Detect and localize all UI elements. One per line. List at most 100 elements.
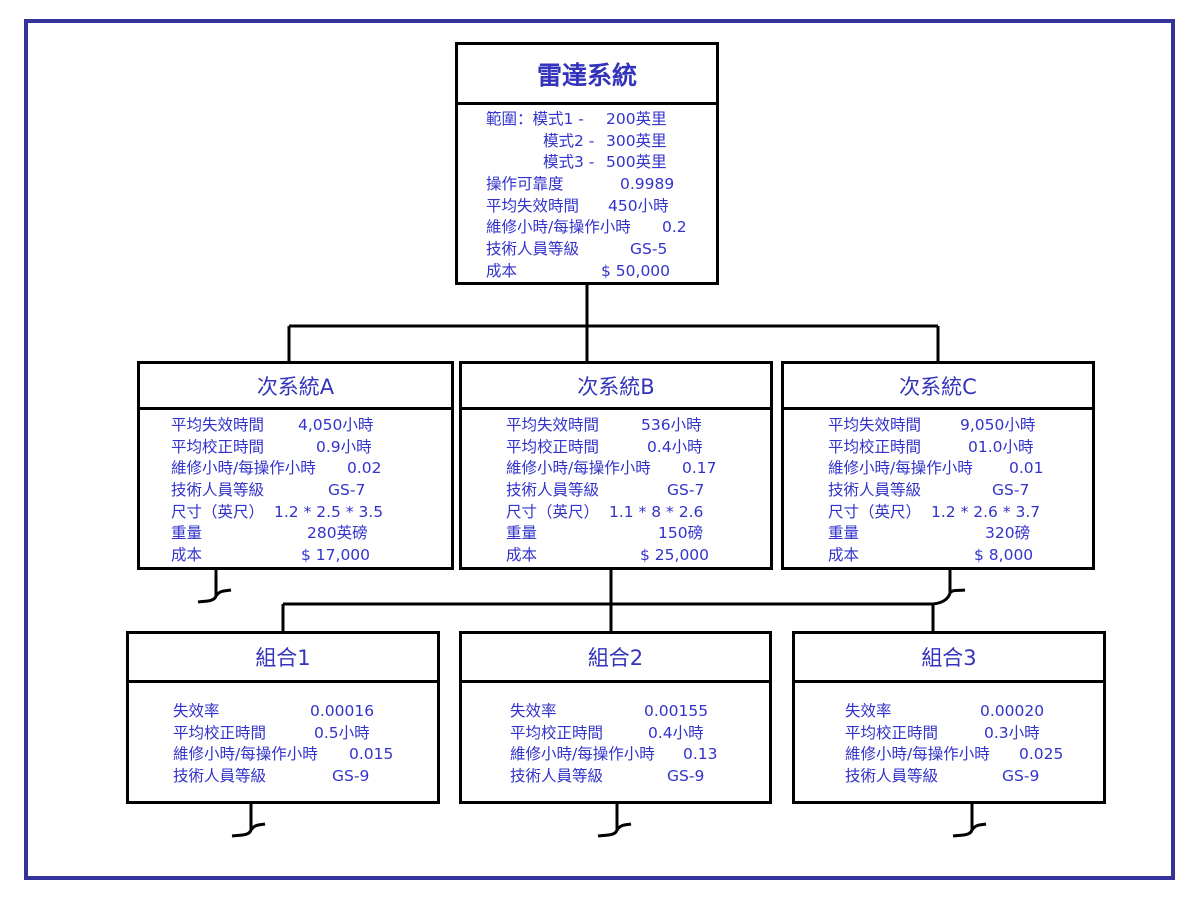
spec-label: 技術人員等級 — [486, 240, 580, 259]
spec-value: 0.01 — [1009, 459, 1044, 478]
spec-label: 維修小時/每操作小時 — [486, 218, 631, 237]
spec-label: 尺寸（英尺） — [171, 502, 265, 521]
spec-value: GS-9 — [1002, 767, 1040, 786]
spec-value: 0.13 — [683, 745, 718, 764]
spec-label: 技術人員等級 — [828, 481, 922, 500]
subsystem-title: 次系統B — [462, 364, 770, 410]
spec-label: 成本 — [486, 261, 518, 280]
spec-value: 0.4小時 — [648, 723, 704, 742]
spec-label: 維修小時/每操作小時 — [173, 745, 318, 764]
spec-label: 失效率 — [510, 702, 557, 720]
spec-label: 模式2 - — [543, 131, 595, 150]
spec-value: 0.015 — [349, 745, 394, 764]
spec-value: GS-5 — [630, 240, 668, 259]
spec-value: $ 17,000 — [301, 546, 371, 565]
spec-value: 0.00016 — [310, 702, 375, 720]
spec-label: 平均校正時間 — [828, 437, 922, 456]
spec-value: $ 50,000 — [601, 261, 671, 280]
spec-label: 成本 — [171, 546, 203, 565]
spec-value: 320磅 — [985, 524, 1031, 543]
spec-row: 平均校正時間 0.5小時 — [173, 723, 437, 745]
spec-value: $ 25,000 — [640, 546, 710, 565]
spec-label: 範圍：模式1 - — [486, 110, 584, 128]
break-stub-sub-c — [932, 569, 966, 606]
spec-row: 範圍：模式1 -200英里 — [486, 109, 716, 131]
spec-row: 技術人員等級 GS-7 — [506, 480, 770, 502]
diagram-frame — [24, 19, 1175, 880]
spec-value: 0.9小時 — [316, 437, 372, 456]
assembly-title: 組合3 — [795, 634, 1103, 683]
spec-value: 1.1 * 8 * 2.6 — [609, 502, 704, 521]
spec-value: 536小時 — [641, 416, 702, 434]
spec-label: 失效率 — [173, 702, 220, 720]
spec-value: GS-7 — [667, 481, 705, 500]
spec-value: GS-9 — [332, 767, 370, 786]
spec-label: 重量 — [828, 524, 860, 543]
spec-label: 平均失效時間 — [506, 416, 600, 434]
spec-value: 0.5小時 — [314, 723, 370, 742]
spec-row: 成本$ 8,000 — [828, 545, 1092, 567]
spec-row: 平均校正時間 01.0小時 — [828, 437, 1092, 459]
spec-row: 重量 280英磅 — [171, 523, 451, 545]
spec-row: 維修小時/每操作小時 0.015 — [173, 744, 437, 766]
spec-label: 維修小時/每操作小時 — [506, 459, 651, 478]
spec-value: 0.00155 — [644, 702, 709, 720]
spec-label: 維修小時/每操作小時 — [828, 459, 973, 478]
spec-label: 操作可靠度 — [486, 175, 564, 194]
break-stub-asm-3 — [952, 803, 987, 838]
spec-label: 平均校正時間 — [845, 723, 939, 742]
spec-value: 4,050小時 — [298, 416, 374, 434]
radar-system-title: 雷達系統 — [458, 45, 716, 105]
spec-row: 模式3 -500英里 — [486, 152, 716, 174]
spec-label: 平均校正時間 — [173, 723, 267, 742]
spec-label: 平均失效時間 — [828, 416, 922, 434]
spec-value: 280英磅 — [307, 524, 368, 543]
spec-value: GS-7 — [328, 481, 366, 500]
spec-label: 技術人員等級 — [506, 481, 600, 500]
spec-row: 平均失效時間 536小時 — [506, 415, 770, 437]
spec-label: 平均失效時間 — [171, 416, 265, 434]
spec-label: 維修小時/每操作小時 — [845, 745, 990, 764]
spec-label: 模式3 - — [543, 153, 595, 172]
spec-value: 1.2 * 2.6 * 3.7 — [931, 502, 1041, 521]
spec-value: 0.02 — [347, 459, 382, 478]
radar-system-box: 雷達系統 範圍：模式1 -200英里 模式2 - 300英里 模式3 -500英里… — [455, 42, 719, 285]
subsystem-title: 次系統C — [784, 364, 1092, 410]
spec-label: 重量 — [171, 524, 203, 543]
spec-row: 尺寸（英尺）1.1 * 8 * 2.6 — [506, 502, 770, 524]
spec-value: 1.2 * 2.5 * 3.5 — [274, 502, 384, 521]
assembly-title: 組合2 — [462, 634, 769, 683]
subsystem-title: 次系統A — [140, 364, 451, 410]
spec-label: 平均失效時間 — [486, 196, 580, 215]
spec-value: 01.0小時 — [968, 437, 1034, 456]
spec-label: 失效率 — [845, 702, 892, 720]
spec-row: 技術人員等級 GS-5 — [486, 239, 716, 261]
spec-row: 尺寸（英尺）1.2 * 2.6 * 3.7 — [828, 502, 1092, 524]
spec-label: 技術人員等級 — [845, 767, 939, 786]
spec-row: 技術人員等級 GS-9 — [845, 766, 1103, 788]
spec-value: 300英里 — [606, 131, 667, 150]
radar-system-specs: 範圍：模式1 -200英里 模式2 - 300英里 模式3 -500英里 操作可靠… — [458, 105, 716, 283]
spec-label: 平均校正時間 — [506, 437, 600, 456]
spec-value: 150磅 — [658, 524, 704, 543]
